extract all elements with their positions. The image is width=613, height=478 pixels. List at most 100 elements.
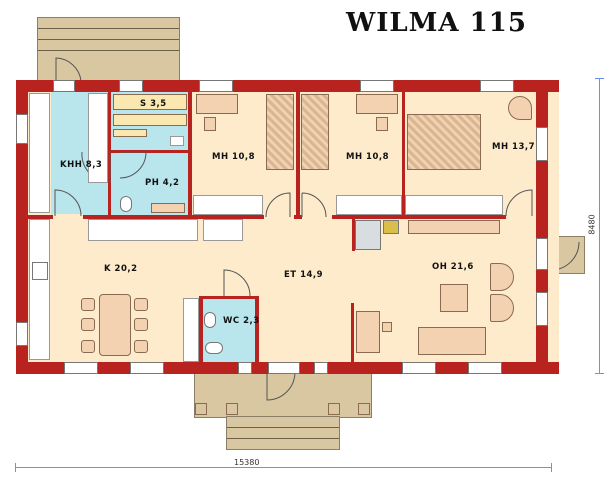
wardrobe <box>405 195 503 215</box>
window <box>314 362 328 374</box>
window <box>130 362 164 374</box>
door-swing-icon <box>265 192 291 218</box>
post <box>195 403 207 415</box>
post <box>328 403 340 415</box>
room-label-mh1: MH 10,8 <box>212 152 256 162</box>
wall-left <box>16 80 28 374</box>
chair <box>134 318 148 331</box>
cabinet-row <box>203 219 243 241</box>
chair <box>81 298 95 311</box>
armchair <box>508 96 532 120</box>
door-opening <box>268 362 300 374</box>
room-label-et: ET 14,9 <box>284 270 324 280</box>
dimension-width-label: 15380 <box>234 458 260 467</box>
door-opening <box>302 214 332 219</box>
wardrobe <box>193 195 263 215</box>
window <box>360 80 394 92</box>
wall-wc-right <box>255 297 259 363</box>
room-label-khh: KHH 8,3 <box>60 160 103 170</box>
dimension-line-depth <box>599 78 600 374</box>
room-label-sauna: S 3,5 <box>140 99 167 109</box>
sink-icon <box>204 312 216 328</box>
door-opening <box>53 214 83 219</box>
wardrobe <box>336 195 402 215</box>
fireplace <box>355 220 381 250</box>
dimension-depth-label: 8480 <box>587 214 597 235</box>
dining-table <box>99 294 131 356</box>
window <box>119 80 143 92</box>
plan-title: WILMA 115 <box>346 8 527 38</box>
wall-closet <box>351 303 354 363</box>
door-swing-icon <box>54 189 82 217</box>
window <box>480 80 514 92</box>
window <box>199 80 233 92</box>
window <box>238 362 252 374</box>
back-door-swing-icon <box>55 57 82 82</box>
wall-mh2-mh3 <box>402 92 405 219</box>
dimension-tick <box>595 78 604 79</box>
dimension-tick <box>595 373 604 374</box>
chair <box>134 340 148 353</box>
cabinet-row <box>88 219 198 241</box>
wall-mh1-mh2 <box>296 92 300 219</box>
armchair <box>490 294 514 322</box>
wall-wc-top <box>199 296 259 299</box>
toilet-icon <box>120 196 132 212</box>
dimension-tick <box>15 463 16 472</box>
wall-right <box>536 80 548 374</box>
front-steps <box>226 416 340 450</box>
dimension-line-width <box>16 467 552 468</box>
wardrobe <box>29 93 50 213</box>
door-swing-icon <box>119 151 147 179</box>
dimension-tick <box>551 463 552 472</box>
toilet-icon <box>205 342 223 354</box>
door-swing-icon <box>505 189 533 217</box>
door-swing-icon <box>301 192 327 218</box>
dresser <box>356 311 380 353</box>
radiator <box>151 203 185 213</box>
window <box>64 362 98 374</box>
door-opening <box>53 80 75 92</box>
back-terrace <box>37 17 180 81</box>
wall-ph-mh1 <box>188 92 192 219</box>
kitchen-counter <box>29 219 50 360</box>
door-opening <box>506 214 534 219</box>
desk <box>356 94 398 114</box>
sauna-bench <box>113 114 187 126</box>
post <box>358 403 370 415</box>
door-opening <box>264 214 294 219</box>
tv-bench <box>408 220 500 234</box>
sauna-bench <box>113 94 187 110</box>
front-door-swing-icon <box>266 372 296 401</box>
window <box>402 362 436 374</box>
window <box>536 127 548 161</box>
chair <box>81 318 95 331</box>
armchair <box>490 263 514 291</box>
chair <box>376 117 388 131</box>
room-label-k: K 20,2 <box>104 264 138 274</box>
window <box>16 322 28 346</box>
chair <box>204 117 216 131</box>
bed <box>301 94 329 170</box>
post <box>226 403 238 415</box>
room-label-oh: OH 21,6 <box>432 262 474 272</box>
wall-wc-left <box>199 297 203 363</box>
window <box>16 114 28 144</box>
closet <box>183 298 199 362</box>
stool <box>382 322 392 332</box>
window <box>536 292 548 326</box>
chair <box>81 340 95 353</box>
door-swing-icon <box>223 269 251 297</box>
door-opening <box>536 238 548 270</box>
laundry-counter <box>88 93 108 183</box>
coffee-table <box>440 284 468 312</box>
double-bed <box>407 114 481 170</box>
chimney-icon <box>383 220 399 234</box>
sofa <box>418 327 486 355</box>
desk <box>196 94 238 114</box>
window <box>468 362 502 374</box>
bed <box>266 94 294 170</box>
stove-icon <box>32 262 48 280</box>
room-label-mh2: MH 10,8 <box>346 152 390 162</box>
wall-sauna-ph <box>109 150 189 153</box>
